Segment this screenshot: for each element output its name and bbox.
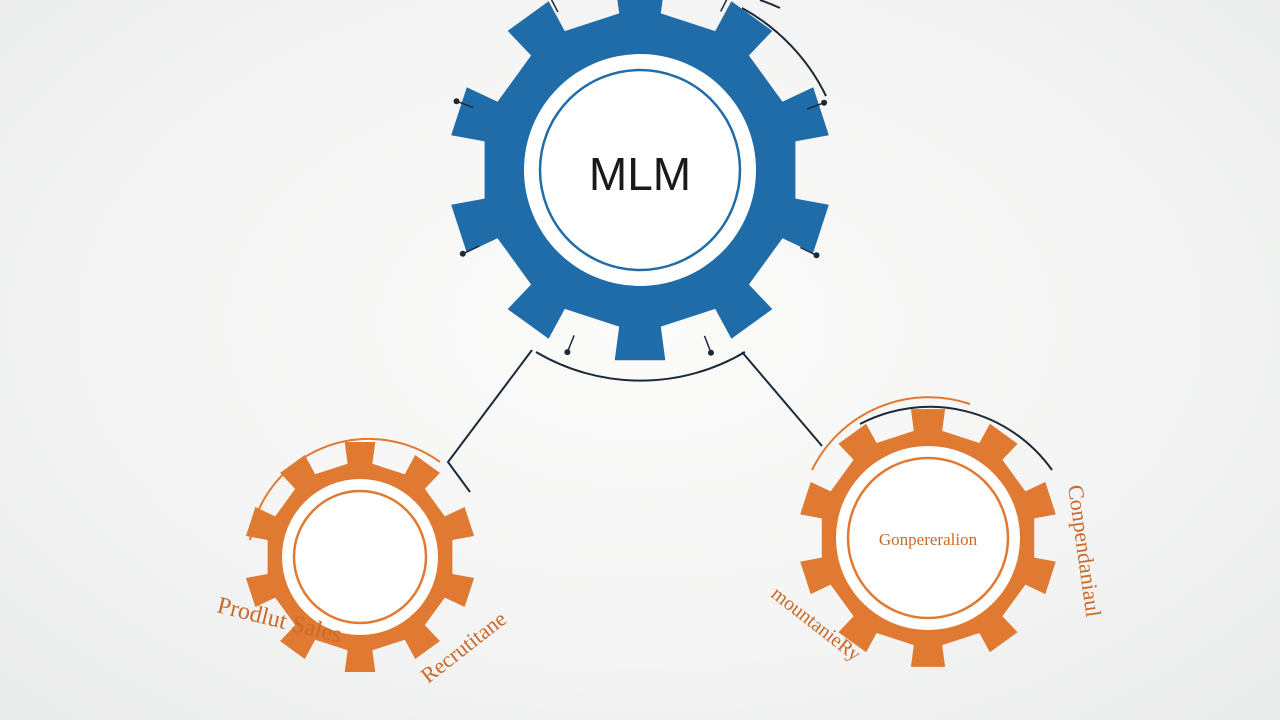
right-gear-outer-label-1: Conpendaniaul [1063,483,1106,618]
gear-pin-dot [459,250,466,257]
right-gear-center-label: Gonpereralion [879,530,978,549]
central-gear: MLM [451,0,829,382]
right-gear-inner-ring [836,446,1020,630]
connector-line-right [741,351,823,447]
central-gear-pins [453,0,828,356]
gear-pin [806,102,825,110]
gear-pin [720,0,728,12]
right-gear-outer-arc [859,405,1053,471]
gear-pin [799,246,817,256]
gear-pin-dot [708,349,714,356]
gear-pin [550,0,559,13]
right-gear-outer-arc-orange [811,396,971,471]
right-gear: Gonpereralion Conpendaniaul mountanieRy [767,396,1106,667]
gear-pin [703,335,712,353]
central-gear-outer-arc-top2 [759,0,781,9]
left-gear-inner-ring [282,479,438,635]
left-gear-outer-arc [249,437,441,541]
gear-pin-dot [813,252,820,259]
gear-pin [462,245,480,255]
central-gear-label: MLM [589,148,691,200]
gear-pin-dot [821,99,828,106]
central-gear-outer-arc [535,351,746,382]
left-gear-inner-outline [292,489,428,625]
connector-line-left [446,349,533,493]
gear-pin-dot [564,349,571,356]
central-gear-inner-ring [524,54,756,286]
connector-lines [446,349,823,493]
right-gear-inner-outline [846,456,1010,620]
central-gear-outer-arc-top [741,7,827,97]
left-gear: Prodlut Sales Recrutitane [215,437,511,688]
gear-pin-dot [453,98,460,105]
central-gear-inner-outline [538,68,742,272]
